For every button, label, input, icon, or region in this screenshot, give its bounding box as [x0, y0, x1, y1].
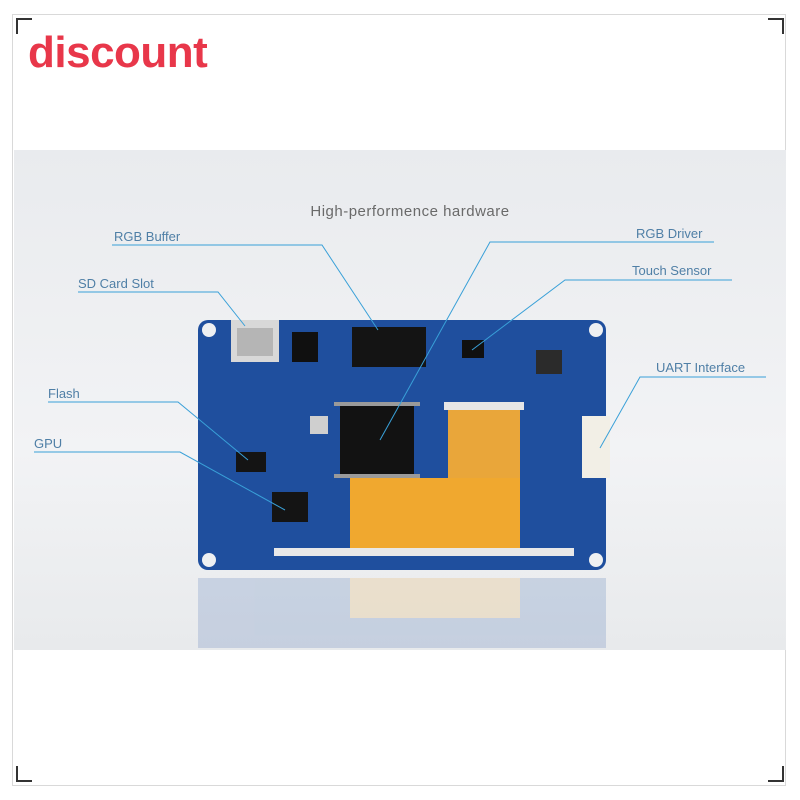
label-rgb-buffer: RGB Buffer: [114, 229, 181, 244]
label-uart-interface: UART Interface: [656, 360, 746, 375]
label-flash: Flash: [48, 386, 80, 401]
rgb-buffer-chip: [352, 327, 426, 367]
corner-mark: [16, 766, 32, 782]
corner-mark: [16, 18, 32, 34]
flash-chip: [236, 452, 266, 472]
mount-hole: [202, 553, 216, 567]
mount-hole: [589, 553, 603, 567]
mount-hole: [589, 323, 603, 337]
board-reflection: [198, 578, 606, 648]
corner-mark: [768, 18, 784, 34]
label-sd-card-slot: SD Card Slot: [78, 276, 154, 291]
corner-mark: [768, 766, 784, 782]
main-chip: [340, 404, 414, 476]
discount-badge: discount: [28, 28, 208, 77]
flex-ribbon: [350, 478, 520, 552]
label-rgb-driver: RGB Driver: [636, 226, 703, 241]
display-edge: [274, 548, 574, 556]
gpu-chip: [272, 492, 308, 522]
callout-lines: [34, 241, 766, 511]
label-gpu: GPU: [34, 436, 63, 451]
label-touch-sensor: Touch Sensor: [632, 263, 712, 278]
mount-hole: [202, 323, 216, 337]
banner-title: High-performence hardware: [310, 203, 510, 220]
flex-cable: [448, 404, 520, 478]
uart-connector: [582, 416, 610, 478]
